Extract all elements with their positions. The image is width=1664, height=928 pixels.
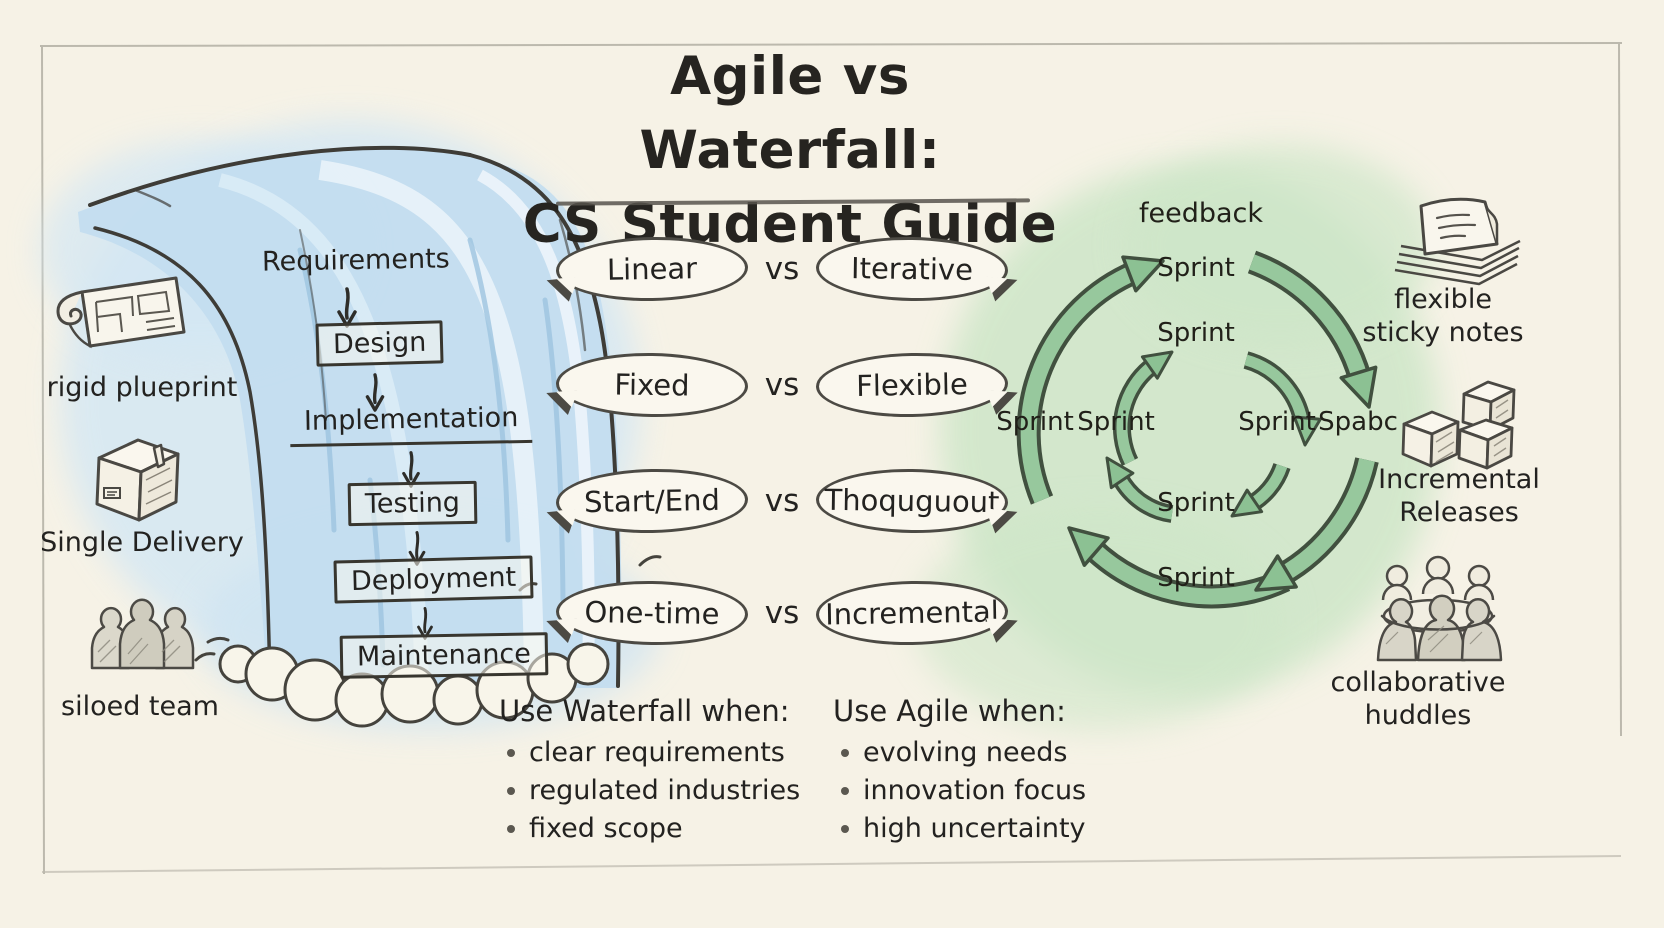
feedback-label: feedback (1138, 198, 1264, 229)
sprint-label-west-inner: Sprint (1077, 407, 1155, 437)
agile-bubble: Incremental (815, 579, 1009, 647)
frame-border (39, 42, 1623, 875)
waterfall-step-implementation: Implementation (289, 401, 533, 448)
waterfall-bubble: One-time (555, 579, 749, 647)
waterfall-step-design: Design (315, 320, 444, 367)
vs-label: vs (764, 595, 800, 631)
vs-label: vs (764, 367, 800, 403)
collaborative-huddle-icon (1376, 555, 1503, 662)
collaborative-huddles-label: collaborative huddles (1330, 667, 1506, 731)
delivery-box-icon (95, 438, 180, 522)
vs-label: vs (764, 483, 800, 519)
comparison-row: Linear vs Iterative (555, 233, 1009, 305)
agile-cycle-arrows (1016, 250, 1379, 609)
down-arrow-icon (365, 373, 385, 412)
vs-label: vs (764, 251, 800, 287)
list-item: clear requirements (499, 734, 800, 772)
waterfall-bubble: Linear (555, 235, 749, 303)
agile-bubble: Thoquguout (815, 467, 1009, 535)
waterfall-bubble: Start/End (555, 467, 749, 535)
list-item: evolving needs (833, 734, 1086, 772)
waterfall-step-requirements: Requirements (261, 243, 450, 278)
sprint-label-east-outer: Spabc (1318, 407, 1398, 437)
sprint-label-inner-bottom: Sprint (1157, 488, 1235, 518)
use-waterfall-when-section: Use Waterfall when: clear requirements r… (499, 692, 800, 848)
comparison-row: One-time vs Incremental (555, 577, 1009, 649)
list-item: high uncertainty (833, 810, 1086, 848)
agile-bubble: Iterative (815, 235, 1009, 303)
sprint-label-west-outer: Sprint (996, 407, 1074, 437)
use-waterfall-when-list: clear requirements regulated industries … (499, 734, 800, 848)
waterfall-illustration (78, 145, 662, 728)
blueprint-icon (56, 276, 186, 349)
waterfall-step-deployment: Deployment (333, 555, 534, 604)
use-agile-when-section: Use Agile when: evolving needs innovatio… (833, 692, 1086, 848)
waterfall-step-maintenance: Maintenance (339, 632, 549, 679)
agile-bubble: Flexible (815, 351, 1009, 419)
use-waterfall-when-heading: Use Waterfall when: (499, 694, 790, 728)
sticky-notes-icon (1394, 197, 1521, 286)
incremental-releases-label: Incremental Releases (1378, 464, 1540, 528)
page-title-line1: Agile vs Waterfall: (639, 46, 941, 181)
waterfall-bubble: Fixed (555, 351, 749, 419)
blueprint-label: rigid plueprint (46, 372, 238, 403)
use-agile-when-heading: Use Agile when: (833, 694, 1066, 728)
siloed-team-icon (90, 598, 195, 670)
use-agile-when-list: evolving needs innovation focus high unc… (833, 734, 1086, 848)
page-title: Agile vs Waterfall: CS Student Guide (520, 40, 1060, 262)
incremental-releases-icon (1401, 380, 1516, 470)
comparison-row: Fixed vs Flexible (555, 349, 1009, 421)
list-item: regulated industries (499, 772, 800, 810)
sprint-label-bottom: Sprint (1157, 563, 1235, 593)
list-item: fixed scope (499, 810, 800, 848)
sprint-label-east-inner: Sprint (1238, 407, 1316, 437)
sprint-label-inner-top: Sprint (1157, 318, 1235, 348)
comparison-row: Start/End vs Thoquguout (555, 465, 1009, 537)
sprint-label-top: Sprint (1157, 253, 1235, 283)
waterfall-step-testing: Testing (347, 480, 478, 527)
siloed-team-label: siloed team (61, 691, 219, 722)
list-item: innovation focus (833, 772, 1086, 810)
delivery-label: Single Delivery (40, 527, 244, 558)
sticky-notes-label: flexible sticky notes (1362, 284, 1524, 348)
